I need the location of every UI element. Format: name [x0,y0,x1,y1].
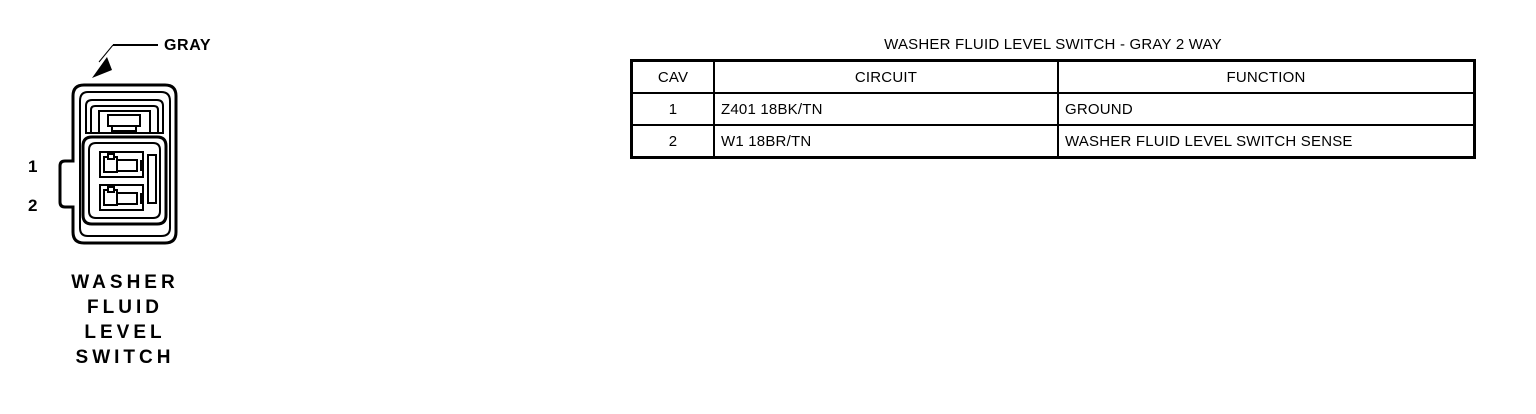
column-header-function: FUNCTION [1057,59,1476,94]
connector-caption: WASHER FLUID LEVEL SWITCH [0,270,250,370]
gray-leader-line [92,44,158,78]
pinout-table: CAV CIRCUIT FUNCTION 1 Z401 18BK/TN GROU… [630,59,1476,159]
cavity-number-2: 2 [28,196,38,215]
connector-caption-line-2: FLUID [87,297,163,318]
connector-color-callout-label: GRAY [164,37,212,54]
cavity-rib [147,154,157,204]
connector-caption-line-4: SWITCH [75,347,175,368]
table-row: 2 W1 18BR/TN WASHER FLUID LEVEL SWITCH S… [630,124,1476,159]
terminal-cavity-1 [99,151,144,178]
connector-drawing [58,44,178,245]
row-1-function: GROUND [1057,92,1476,126]
row-2-function: WASHER FLUID LEVEL SWITCH SENSE [1057,124,1476,159]
connector-inner-shell [79,91,171,237]
column-header-circuit: CIRCUIT [713,59,1059,94]
connector-latch-detail [85,99,164,134]
row-2-circuit: W1 18BR/TN [713,124,1059,159]
column-header-cav: CAV [630,59,715,94]
connector-caption-line-3: LEVEL [84,322,166,343]
pinout-table-title: WASHER FLUID LEVEL SWITCH - GRAY 2 WAY [884,36,1222,53]
table-row: 1 Z401 18BK/TN GROUND [630,92,1476,126]
cavity-number-1: 1 [28,157,38,176]
connector-illustration-panel: GRAY 1 2 WASHER FLUID LEVEL SWITCH [0,0,280,414]
row-1-circuit: Z401 18BK/TN [713,92,1059,126]
row-1-cav: 1 [630,92,715,126]
terminal-cavity-2 [99,184,144,211]
connector-caption-line-1: WASHER [71,272,179,293]
row-2-cav: 2 [630,124,715,159]
pinout-table-panel: WASHER FLUID LEVEL SWITCH - GRAY 2 WAY C… [630,36,1480,159]
table-header-row: CAV CIRCUIT FUNCTION [630,59,1476,94]
